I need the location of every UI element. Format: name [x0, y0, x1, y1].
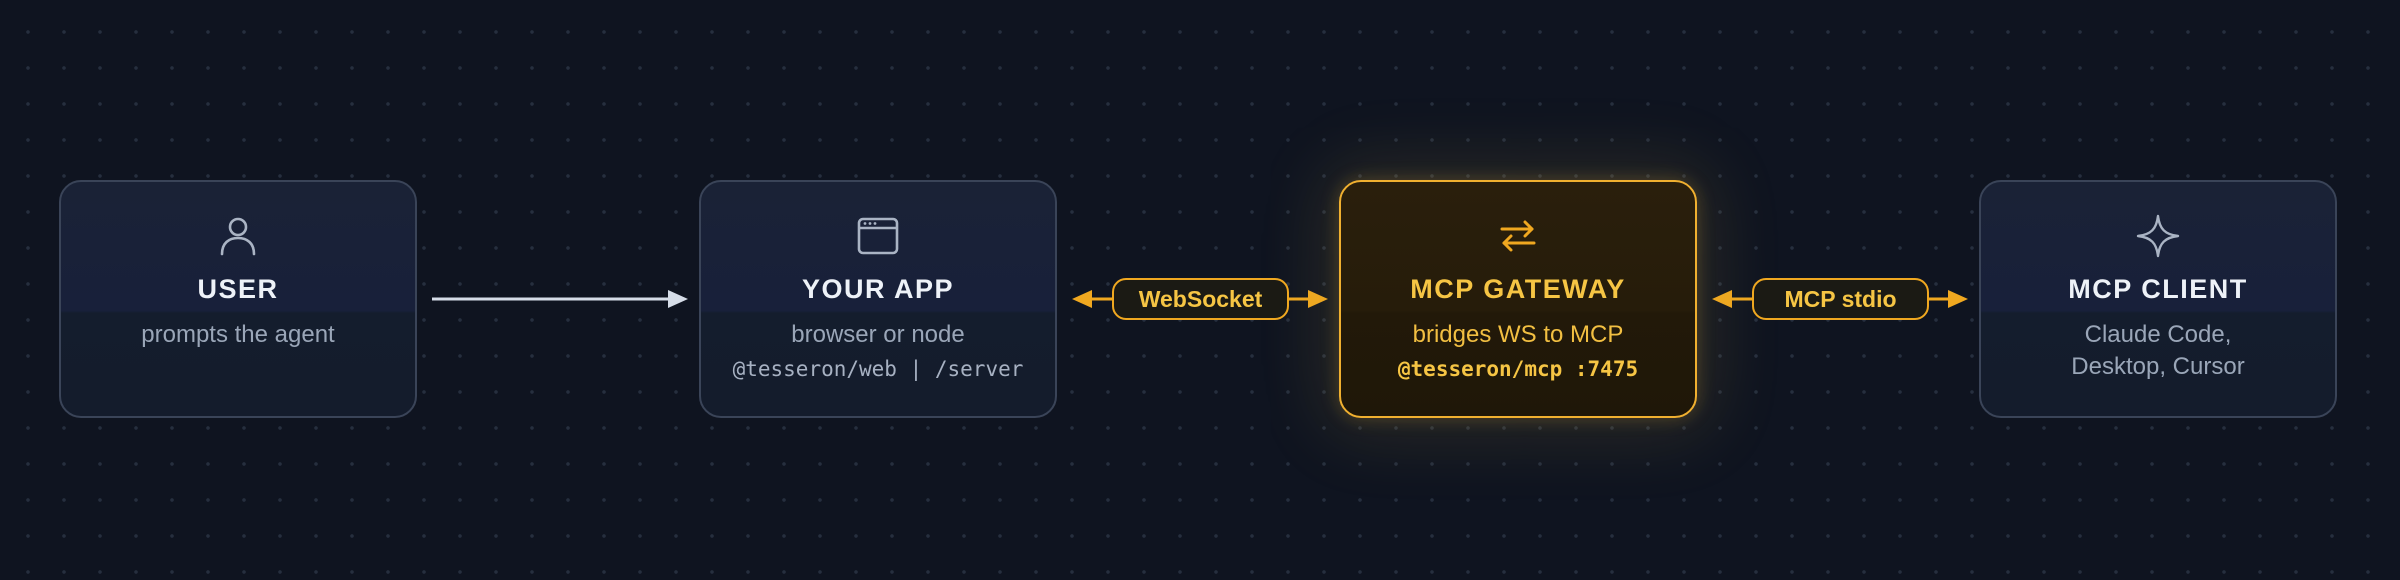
app-description: browser or node [791, 321, 965, 348]
client-node: MCP CLIENT Claude Code, Desktop, Cursor [1979, 180, 2337, 418]
user-title: USER [197, 274, 279, 304]
gateway-client-arrowhead-left [1712, 290, 1732, 308]
gateway-description: bridges WS to MCP [1412, 321, 1624, 348]
user-node: USER prompts the agent [59, 180, 417, 418]
user-to-app-arrowhead [668, 290, 688, 308]
app-package-code: @tesseron/web | /server [732, 357, 1024, 381]
sparkle-icon [2136, 212, 2180, 260]
gateway-package-code: @tesseron/mcp :7475 [1397, 357, 1639, 381]
gateway-client-arrowhead-right [1948, 290, 1968, 308]
browser-window-icon [857, 212, 899, 260]
client-title: MCP CLIENT [2068, 274, 2248, 304]
gateway-title: MCP GATEWAY [1410, 274, 1626, 304]
app-gateway-arrowhead-left [1072, 290, 1092, 308]
gateway-node: MCP GATEWAY bridges WS to MCP @tesseron/… [1339, 180, 1697, 418]
app-gateway-arrowhead-right [1308, 290, 1328, 308]
user-icon [218, 212, 258, 260]
user-description: prompts the agent [141, 321, 335, 348]
client-description: Claude Code, Desktop, Cursor [2071, 321, 2245, 380]
app-title: YOUR APP [801, 274, 955, 304]
websocket-label: WebSocket [1112, 278, 1289, 320]
app-node: YOUR APP browser or node @tesseron/web |… [699, 180, 1057, 418]
swap-arrows-icon [1498, 212, 1538, 260]
mcp-stdio-label: MCP stdio [1752, 278, 1929, 320]
